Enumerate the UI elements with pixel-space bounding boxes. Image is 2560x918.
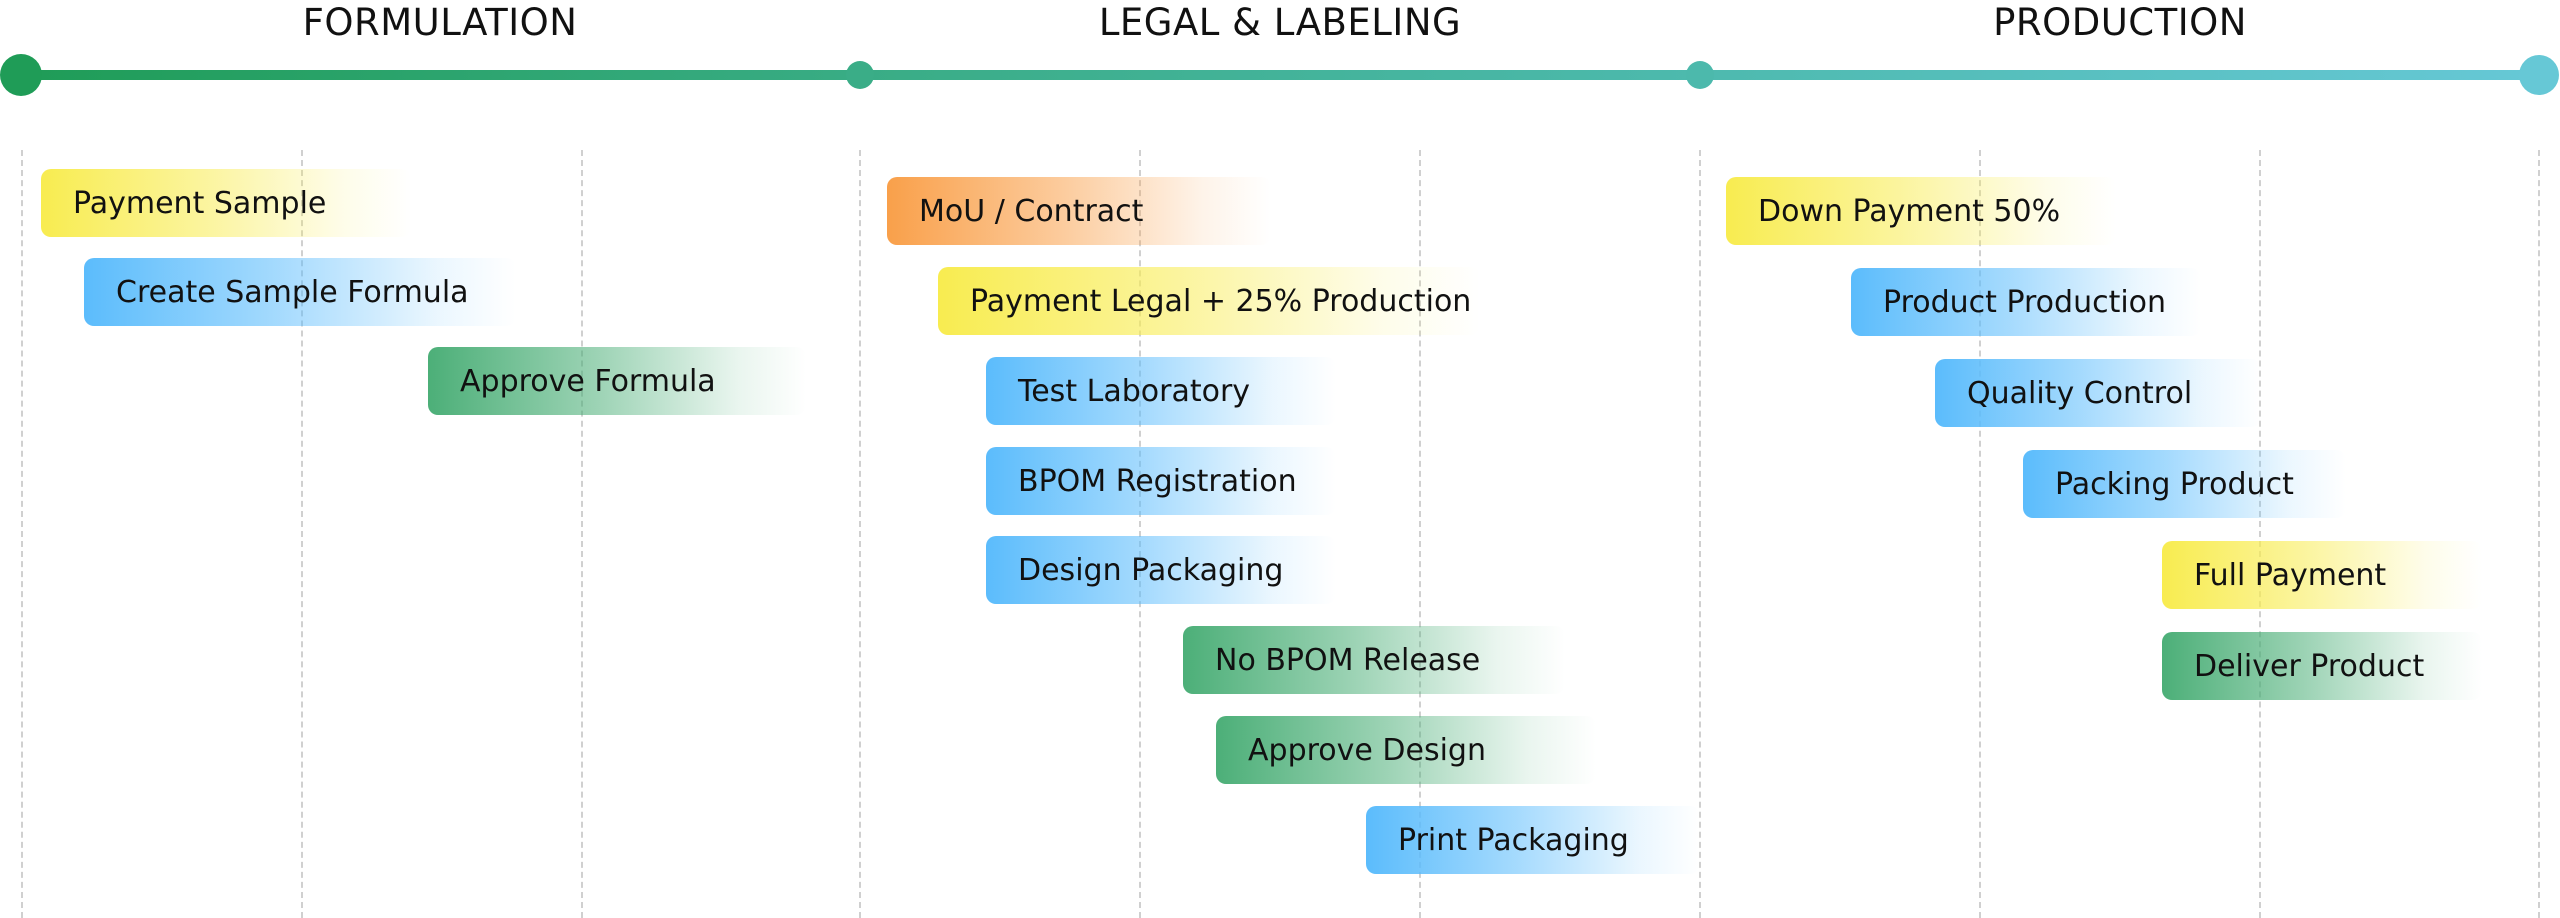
task-bar-down-payment: Down Payment 50% xyxy=(1726,177,2116,245)
phase-title-legal-labeling: LEGAL & LABELING xyxy=(1098,1,1462,44)
task-label: Payment Legal + 25% Production xyxy=(970,283,1472,319)
task-bar-create-sample-formula: Create Sample Formula xyxy=(84,258,516,326)
phase-title-formulation: FORMULATION xyxy=(302,1,578,44)
task-label: Test Laboratory xyxy=(1018,373,1251,409)
task-bar-test-laboratory: Test Laboratory xyxy=(986,357,1336,425)
task-label: Full Payment xyxy=(2194,557,2387,593)
grid-line xyxy=(2259,150,2261,918)
phase-title-production: PRODUCTION xyxy=(1993,1,2247,44)
task-label: MoU / Contract xyxy=(919,193,1144,229)
task-bar-payment-sample: Payment Sample xyxy=(41,169,411,237)
grid-line xyxy=(581,150,583,918)
grid-line xyxy=(1419,150,1421,918)
task-bar-payment-legal: Payment Legal + 25% Production xyxy=(938,267,1480,335)
grid-line xyxy=(859,150,861,918)
grid-line xyxy=(21,150,23,918)
task-bar-mou-contract: MoU / Contract xyxy=(887,177,1271,245)
timeline-start-milestone xyxy=(0,54,42,96)
task-bar-full-payment: Full Payment xyxy=(2162,541,2482,609)
timeline-milestone-production xyxy=(1686,61,1714,89)
task-label: Create Sample Formula xyxy=(116,274,469,310)
grid-line xyxy=(2538,150,2540,918)
task-label: Approve Design xyxy=(1248,732,1486,768)
task-bar-packing-product: Packing Product xyxy=(2023,450,2346,518)
timeline-end-milestone xyxy=(2519,55,2559,95)
task-bar-design-packaging: Design Packaging xyxy=(986,536,1336,604)
task-label: Packing Product xyxy=(2055,466,2294,502)
grid-line xyxy=(1139,150,1141,918)
task-label: BPOM Registration xyxy=(1018,463,1297,499)
task-bar-quality-control: Quality Control xyxy=(1935,359,2261,427)
task-bar-no-bpom-release: No BPOM Release xyxy=(1183,626,1565,694)
timeline-milestone-legal xyxy=(846,61,874,89)
task-label: Approve Formula xyxy=(460,363,716,399)
task-bar-print-packaging: Print Packaging xyxy=(1366,806,1700,874)
task-label: Print Packaging xyxy=(1398,822,1629,858)
task-label: Product Production xyxy=(1883,284,2167,320)
timeline-line xyxy=(21,70,2539,80)
grid-line xyxy=(1979,150,1981,918)
task-label: Quality Control xyxy=(1967,375,2193,411)
task-label: Down Payment 50% xyxy=(1758,193,2061,229)
task-label: Design Packaging xyxy=(1018,552,1284,588)
task-label: Deliver Product xyxy=(2194,648,2425,684)
task-bar-approve-design: Approve Design xyxy=(1216,716,1596,784)
task-bar-product-production: Product Production xyxy=(1851,268,2201,336)
task-bar-bpom-registration: BPOM Registration xyxy=(986,447,1336,515)
task-label: Payment Sample xyxy=(73,185,327,221)
task-bar-approve-formula: Approve Formula xyxy=(428,347,806,415)
task-label: No BPOM Release xyxy=(1215,642,1481,678)
grid-line xyxy=(1699,150,1701,918)
task-bar-deliver-product: Deliver Product xyxy=(2162,632,2482,700)
grid-line xyxy=(301,150,303,918)
